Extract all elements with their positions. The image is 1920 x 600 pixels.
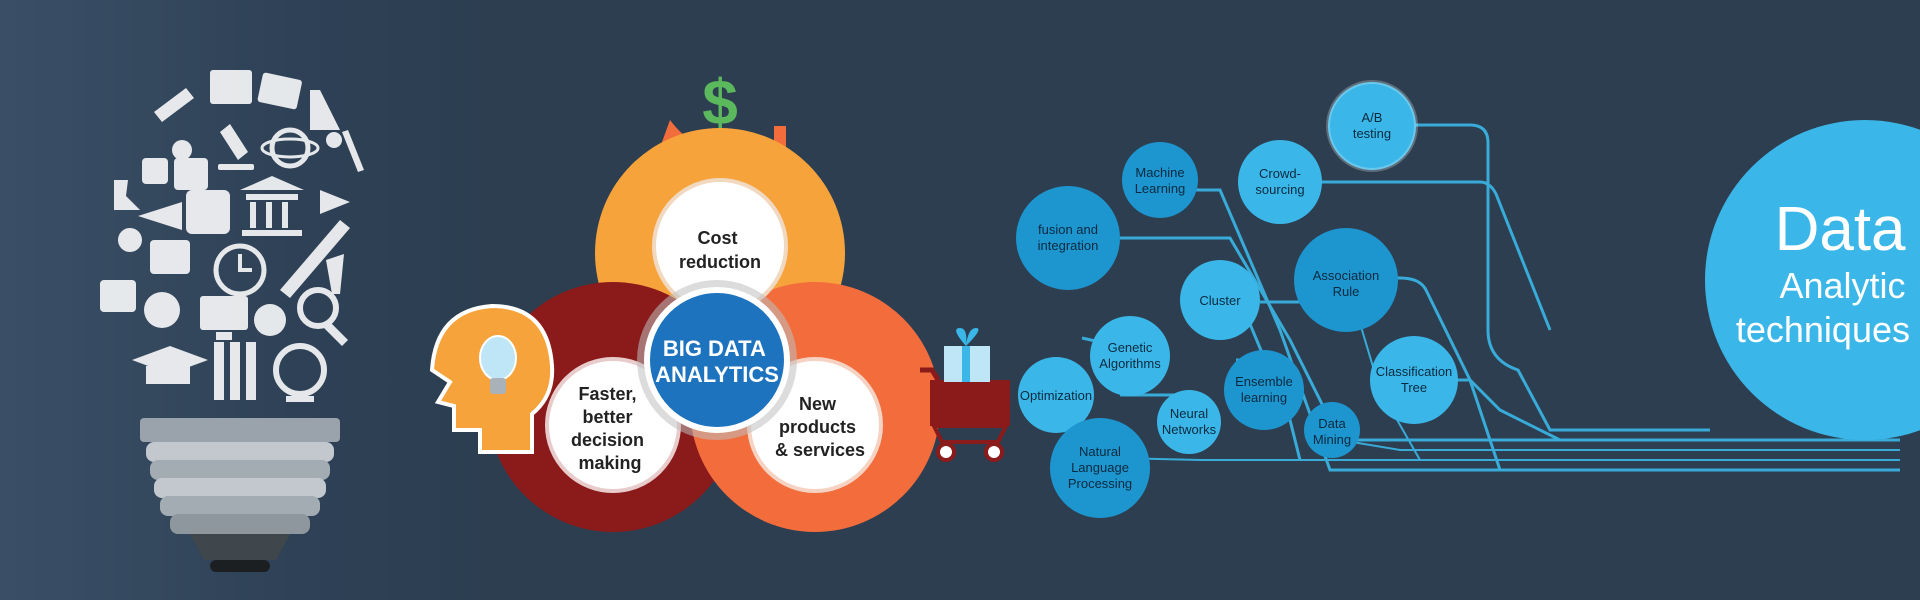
- chalkboard-icon: [150, 240, 190, 274]
- idea-icon: [118, 228, 142, 252]
- calculator-icon: [100, 280, 136, 312]
- bulb-small-icon: [326, 132, 342, 148]
- dollar-icon: $: [702, 66, 738, 138]
- lightbulb-icon: [100, 70, 364, 572]
- svg-text:Optimization: Optimization: [1020, 388, 1092, 403]
- atom-icon: [269, 127, 311, 169]
- bus-icon: [186, 190, 230, 234]
- pencils-icon: [214, 342, 256, 400]
- label-cost-reduction: Cost reduction: [679, 228, 761, 272]
- book-icon: [210, 70, 252, 104]
- label-new-products: New products & services: [775, 394, 865, 460]
- gift-icon: [944, 328, 990, 382]
- compass-icon: [342, 130, 364, 172]
- abc-icon: [142, 158, 168, 184]
- bubble-cluster: Cluster: [1180, 260, 1260, 340]
- ruler-diagonal-icon: [280, 220, 350, 298]
- ab-book-icon: [174, 158, 208, 190]
- title-circle: [1705, 120, 1920, 440]
- flag-icon: [138, 202, 182, 230]
- shopping-cart-icon: [920, 328, 1010, 462]
- ruler-icon: [310, 90, 340, 130]
- apple-icon: [254, 304, 286, 336]
- notepad-icon: [257, 72, 302, 110]
- bubble-optimization: Optimization: [1018, 357, 1094, 433]
- pen-icon: [326, 254, 344, 294]
- label-decision-making: Faster, better decision making: [571, 384, 649, 473]
- bubble-crowdsourcing: Crowd-sourcing: [1238, 140, 1322, 224]
- svg-text:Crowd-sourcing: Crowd-sourcing: [1255, 166, 1304, 197]
- graduation-flag-icon: [320, 190, 350, 214]
- venn-diagram: $ BIG DATA ANALYTICS Cost reduction Fast…: [429, 66, 1010, 532]
- magnifier-icon: [297, 287, 339, 329]
- microscope-icon: [220, 124, 248, 160]
- palette-icon: [144, 292, 180, 328]
- bulb-base: [140, 418, 340, 572]
- bell-icon: [172, 140, 192, 160]
- flask-icon: [114, 180, 140, 210]
- center-label: BIG DATA ANALYTICS: [655, 336, 779, 387]
- monitor-icon: [200, 296, 248, 330]
- center-big-data: [644, 287, 790, 433]
- building-icon: [240, 176, 304, 236]
- pencil-icon: [154, 88, 194, 122]
- globe-icon: [273, 343, 327, 397]
- head-lightbulb-icon: [429, 303, 555, 454]
- title-label: Data Analytic techniques: [1736, 195, 1910, 350]
- clock-icon: [213, 243, 267, 297]
- svg-text:Cluster: Cluster: [1199, 293, 1241, 308]
